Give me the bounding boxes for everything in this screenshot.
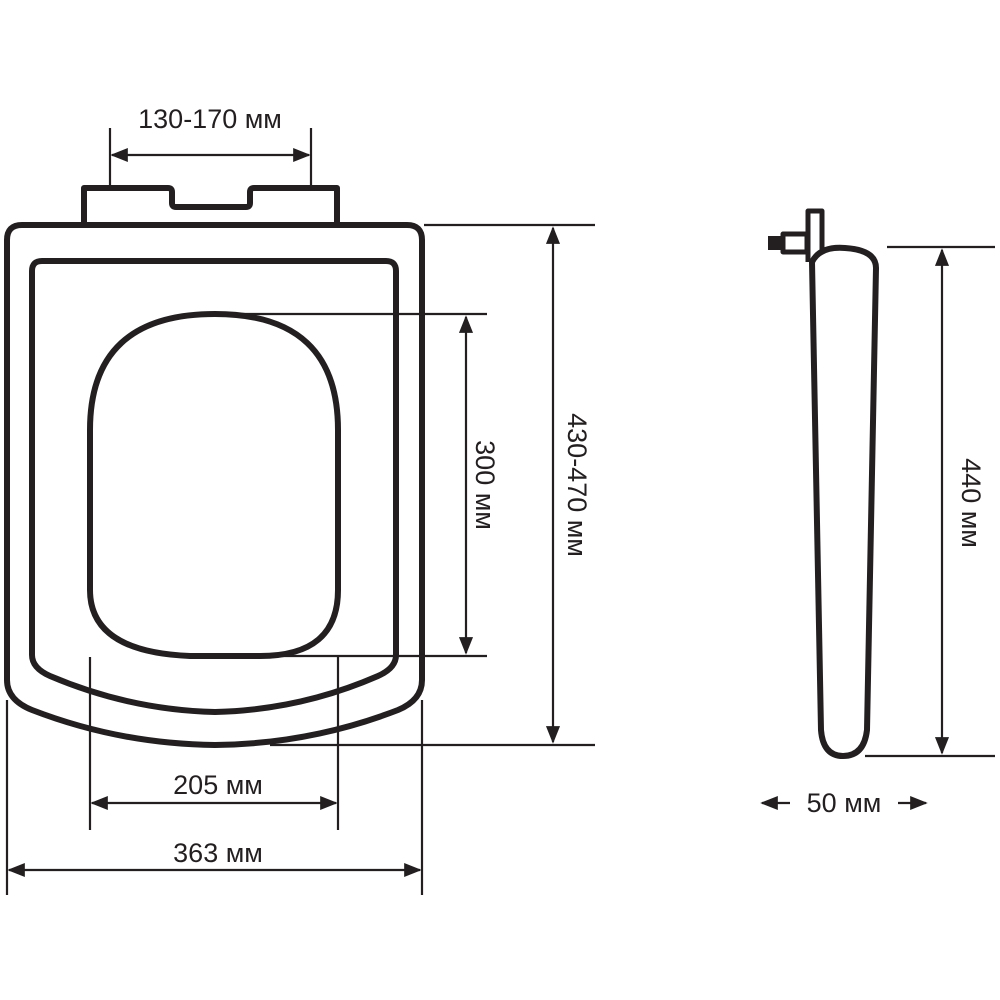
opening-length-label: 300 мм xyxy=(470,440,500,530)
side-thickness-label: 50 мм xyxy=(807,788,882,818)
side-thickness-dimension: 50 мм xyxy=(760,788,928,818)
seat-inner-rim xyxy=(29,258,399,715)
hinge-spacing-dimension: 130-170 мм xyxy=(108,104,313,186)
seat-width-dimension: 363 мм xyxy=(5,700,424,895)
seat-side-profile xyxy=(809,244,879,759)
side-view: 440 мм 50 мм xyxy=(760,208,995,818)
side-height-label: 440 мм xyxy=(956,458,986,548)
seat-length-dimension: 430-470 мм xyxy=(270,223,595,747)
opening-length-dimension: 300 мм xyxy=(230,312,500,658)
hinge-bolt xyxy=(780,231,810,255)
hinge-plate xyxy=(81,185,340,222)
hinge-nut xyxy=(768,236,782,250)
opening-width-label: 205 мм xyxy=(173,770,263,800)
seat-length-label: 430-470 мм xyxy=(562,413,592,557)
side-height-dimension: 440 мм xyxy=(865,245,995,758)
front-view: 130-170 мм 300 мм 430-470 мм 205 мм 363 … xyxy=(4,104,595,895)
seat-outline xyxy=(4,222,425,748)
opening-width-dimension: 205 мм xyxy=(88,657,340,830)
seat-width-label: 363 мм xyxy=(173,838,263,868)
seat-opening xyxy=(87,311,341,659)
hinge-spacing-label: 130-170 мм xyxy=(138,104,282,134)
